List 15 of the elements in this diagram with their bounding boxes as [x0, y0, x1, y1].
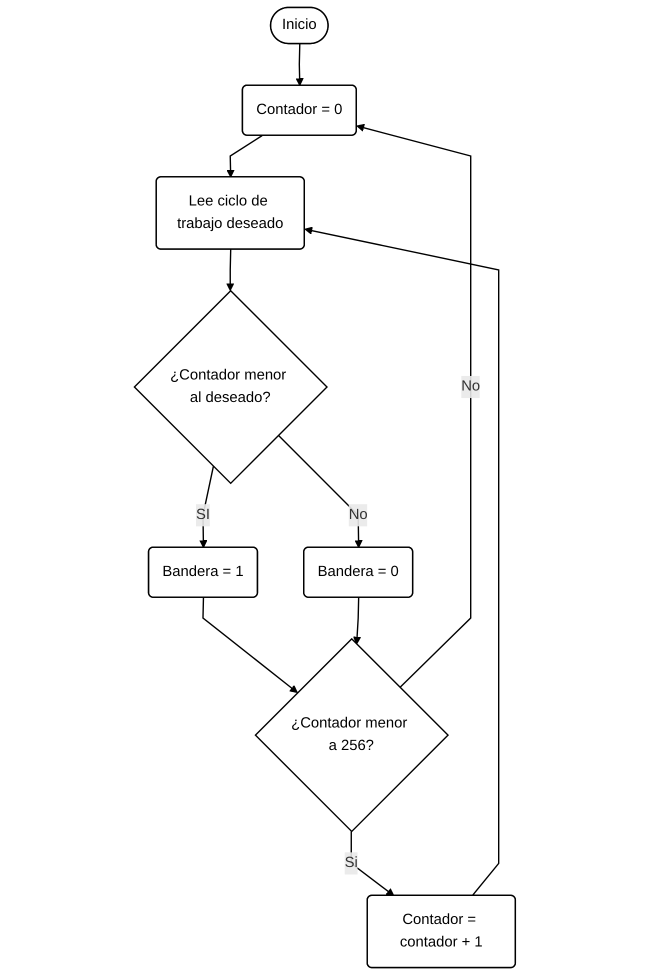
flowchart-drawing: No SI No Si Inicio Contador = 0 Lee ciclo de trabajo deseado ¿Contador menor al deseado? Bandera = 1 Bandera = 0 ¿Contador menor a 256? Contador = contador + 1 [127, 0, 523, 975]
arrow [226, 250, 234, 292]
arrow [226, 135, 263, 178]
arrow [353, 598, 362, 645]
edge-label: No [348, 506, 368, 523]
edge-label: No [461, 378, 480, 394]
arrow [296, 44, 304, 86]
edge-label: Si [344, 855, 358, 871]
arrow [356, 124, 472, 688]
node-diamond [134, 290, 328, 484]
arrow [278, 434, 363, 548]
node-diamond [254, 638, 450, 832]
arrow [202, 598, 298, 694]
arrow [199, 466, 214, 548]
edge-label: SI [196, 506, 210, 523]
